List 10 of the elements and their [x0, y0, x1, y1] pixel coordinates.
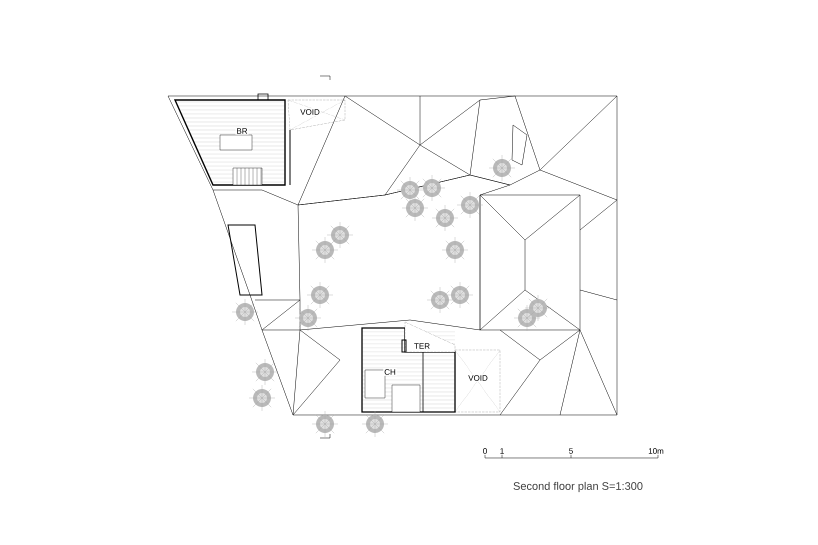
room-label: TER — [413, 342, 431, 350]
scale-number: 10m — [647, 447, 665, 455]
scale-number: 0 — [482, 447, 488, 455]
scale-number: 5 — [568, 447, 574, 455]
room-label: BR — [235, 127, 249, 135]
scale-number: 1 — [498, 447, 506, 455]
room-label: VOID — [299, 108, 321, 116]
room-label: CH — [383, 368, 397, 376]
caption: Second floor plan S=1:300 — [514, 482, 643, 492]
room-label: VOID — [467, 374, 489, 382]
